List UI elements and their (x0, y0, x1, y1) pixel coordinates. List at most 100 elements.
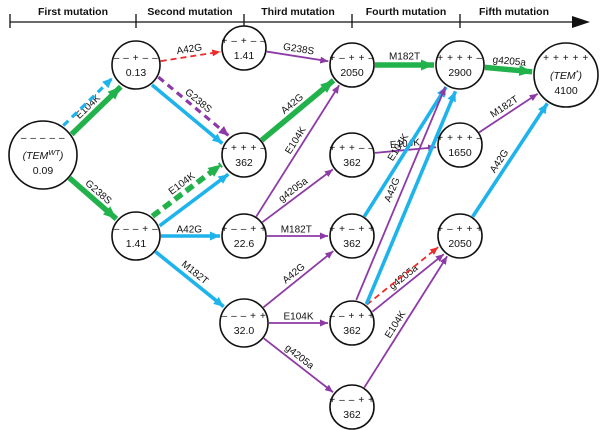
genotype-node: + + + + – 1650 (437, 122, 483, 168)
node-pattern: – – + – – (114, 53, 159, 64)
node-pattern: + – – + + (329, 395, 374, 406)
mutation-edge: M182T (267, 225, 328, 240)
stage-label: Second mutation (147, 6, 232, 18)
node-pattern: + + + + – (437, 133, 482, 144)
node-value: 2050 (448, 238, 472, 250)
mutation-edge: M182T (375, 52, 434, 71)
stage-label: Fourth mutation (366, 6, 446, 18)
node-pattern: + – – + + (221, 224, 266, 235)
mutation-arrow (154, 250, 225, 309)
mutation-arrow (355, 86, 447, 301)
genotype-node: + – – + +22.6 (221, 213, 267, 259)
node-pattern: + + + + + (543, 53, 589, 64)
mutation-label: M182T (281, 225, 312, 236)
node-pattern: – – – – – (21, 133, 65, 144)
node-pattern: – – – + – (114, 224, 159, 235)
mutation-label: M182T (389, 52, 420, 63)
genotype-node: + – + – – 1.41 (221, 25, 267, 71)
mutation-arrow (150, 162, 223, 219)
stage-label: Third mutation (261, 6, 335, 18)
node-name-main: (TEM (23, 150, 49, 162)
mutation-arrow (266, 50, 329, 64)
mutation-edge: A42G (471, 102, 549, 218)
mutation-arrow (160, 49, 221, 63)
mutation-edge: E104K (69, 84, 123, 137)
node-circle (329, 213, 375, 259)
node-name: (TEMWT) (23, 148, 64, 162)
mutation-arrow (364, 90, 458, 305)
node-value: 1.41 (234, 50, 255, 62)
mutation-edge: G238S (67, 175, 119, 221)
node-pattern: – + + + – (221, 143, 266, 154)
node-value: 2900 (448, 67, 472, 79)
node-circle (533, 42, 599, 108)
node-circle (329, 132, 375, 178)
mutation-edge (366, 246, 439, 306)
node-value: 32.0 (234, 325, 255, 337)
mutation-edge: A42G (160, 42, 221, 63)
node-name-sup: WT (48, 148, 61, 157)
mutation-arrow (158, 172, 230, 228)
genotype-node: + – – + +362 (329, 384, 375, 430)
mutation-label: E104K (283, 312, 313, 323)
mutation-edge: G238S (157, 75, 230, 138)
node-circle (221, 213, 267, 259)
mutation-label: G238S (282, 42, 315, 58)
mutation-label: A42G (176, 42, 203, 57)
node-value: 362 (343, 238, 361, 250)
stage-header: First mutation Second mutation Third mut… (9, 6, 590, 28)
mutation-edge: G238S (266, 42, 329, 64)
mutation-edge: E104K (269, 312, 328, 327)
mutation-arrow (262, 250, 334, 309)
node-value: 0.13 (126, 67, 147, 79)
genotype-node: – – – + + 32.0 (219, 298, 269, 348)
node-value: 1650 (448, 147, 472, 159)
stage-label: First mutation (38, 6, 108, 18)
node-name: (TEM*) (550, 68, 582, 82)
node-value: 362 (343, 157, 361, 169)
node-pattern: – – + + + (329, 311, 374, 322)
node-circle (329, 384, 375, 430)
node-circle (111, 211, 161, 261)
node-pattern: + + + + – (437, 53, 482, 64)
node-pattern: – – – + + (222, 311, 267, 322)
node-name-sup: * (576, 68, 580, 77)
genotype-node: + + + – –362 (329, 132, 375, 178)
mutation-edge: A42G (262, 250, 334, 309)
genotype-node: + + + + – 2900 (435, 40, 485, 90)
mutation-edge: M182T (154, 250, 225, 309)
stage-label: Fifth mutation (479, 6, 549, 18)
node-value: 2050 (340, 67, 364, 79)
mutation-edge: A42G (355, 86, 447, 301)
genotype-node: + – + + – 2050 (329, 42, 375, 88)
node-circle (329, 42, 375, 88)
node-value: 0.09 (33, 165, 54, 177)
mutation-edge: M182T (478, 92, 539, 134)
mutation-edge (150, 83, 224, 145)
node-pattern: + – + + – (329, 53, 374, 64)
node-circle (8, 120, 78, 190)
genotype-node: – – + – – 0.13 (111, 40, 161, 90)
mutation-label: E104K (167, 171, 198, 198)
node-pattern: + + – + + (329, 224, 374, 235)
genotype-node: + + – + + 362 (329, 213, 375, 259)
node-circle (329, 300, 375, 346)
mutation-label: g4205a (492, 55, 527, 69)
node-circle (437, 213, 483, 259)
node-pattern: + – + + + (437, 224, 482, 235)
node-circle (435, 40, 485, 90)
mutation-arrow (484, 64, 533, 77)
mutation-arrow (255, 84, 340, 218)
mutation-arrow (67, 175, 119, 221)
mutation-edge (364, 90, 458, 305)
mutation-edge: A42G (161, 225, 220, 241)
node-value: 362 (343, 325, 361, 337)
genotype-node: – – + + + 362 (329, 300, 375, 346)
mutation-label: A42G (177, 225, 203, 236)
node-pattern: + – + – – (222, 36, 267, 47)
mutation-arrow (150, 83, 224, 145)
mutation-arrow (366, 246, 439, 306)
node-circle (221, 25, 267, 71)
node-circle (219, 298, 269, 348)
